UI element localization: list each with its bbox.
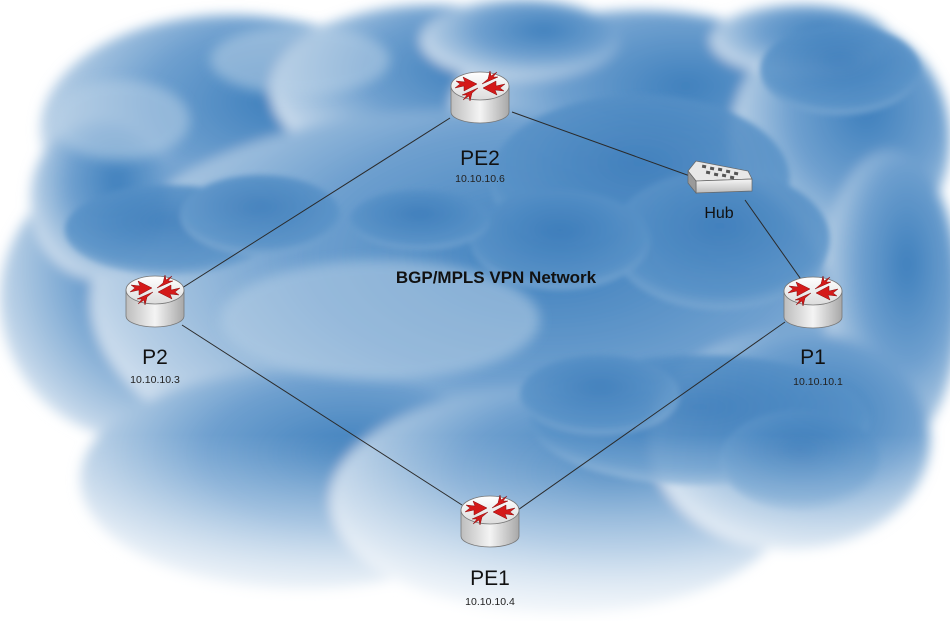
router-icon xyxy=(783,275,843,329)
router-p2: P2 10.10.10.3 xyxy=(125,274,185,386)
router-pe1-name: PE1 xyxy=(470,567,510,590)
link-p2-pe2 xyxy=(181,117,451,289)
link-pe1-p2 xyxy=(181,324,463,506)
link-pe2-hub xyxy=(511,111,691,177)
link-p1-pe1 xyxy=(514,321,786,513)
hub-name: Hub xyxy=(704,205,733,222)
hub-icon xyxy=(687,160,753,194)
router-p1-name: P1 xyxy=(800,346,826,369)
router-icon xyxy=(450,70,510,124)
router-pe2-name: PE2 xyxy=(460,147,500,170)
router-pe2-ip: 10.10.10.6 xyxy=(455,173,505,185)
router-p1: P1 10.10.10.1 xyxy=(783,275,843,388)
router-p1-ip: 10.10.10.1 xyxy=(793,376,843,388)
router-p2-name: P2 xyxy=(142,346,168,369)
router-p2-ip: 10.10.10.3 xyxy=(130,374,180,386)
router-pe1-ip: 10.10.10.4 xyxy=(465,596,515,608)
diagram-title: BGP/MPLS VPN Network xyxy=(396,268,597,287)
link-hub-p1 xyxy=(744,199,806,286)
hub: Hub xyxy=(687,160,753,222)
router-icon xyxy=(125,274,185,328)
router-icon xyxy=(460,494,520,548)
router-pe2: PE2 10.10.10.6 xyxy=(450,70,510,185)
router-pe1: PE1 10.10.10.4 xyxy=(460,494,520,608)
links xyxy=(181,111,806,513)
